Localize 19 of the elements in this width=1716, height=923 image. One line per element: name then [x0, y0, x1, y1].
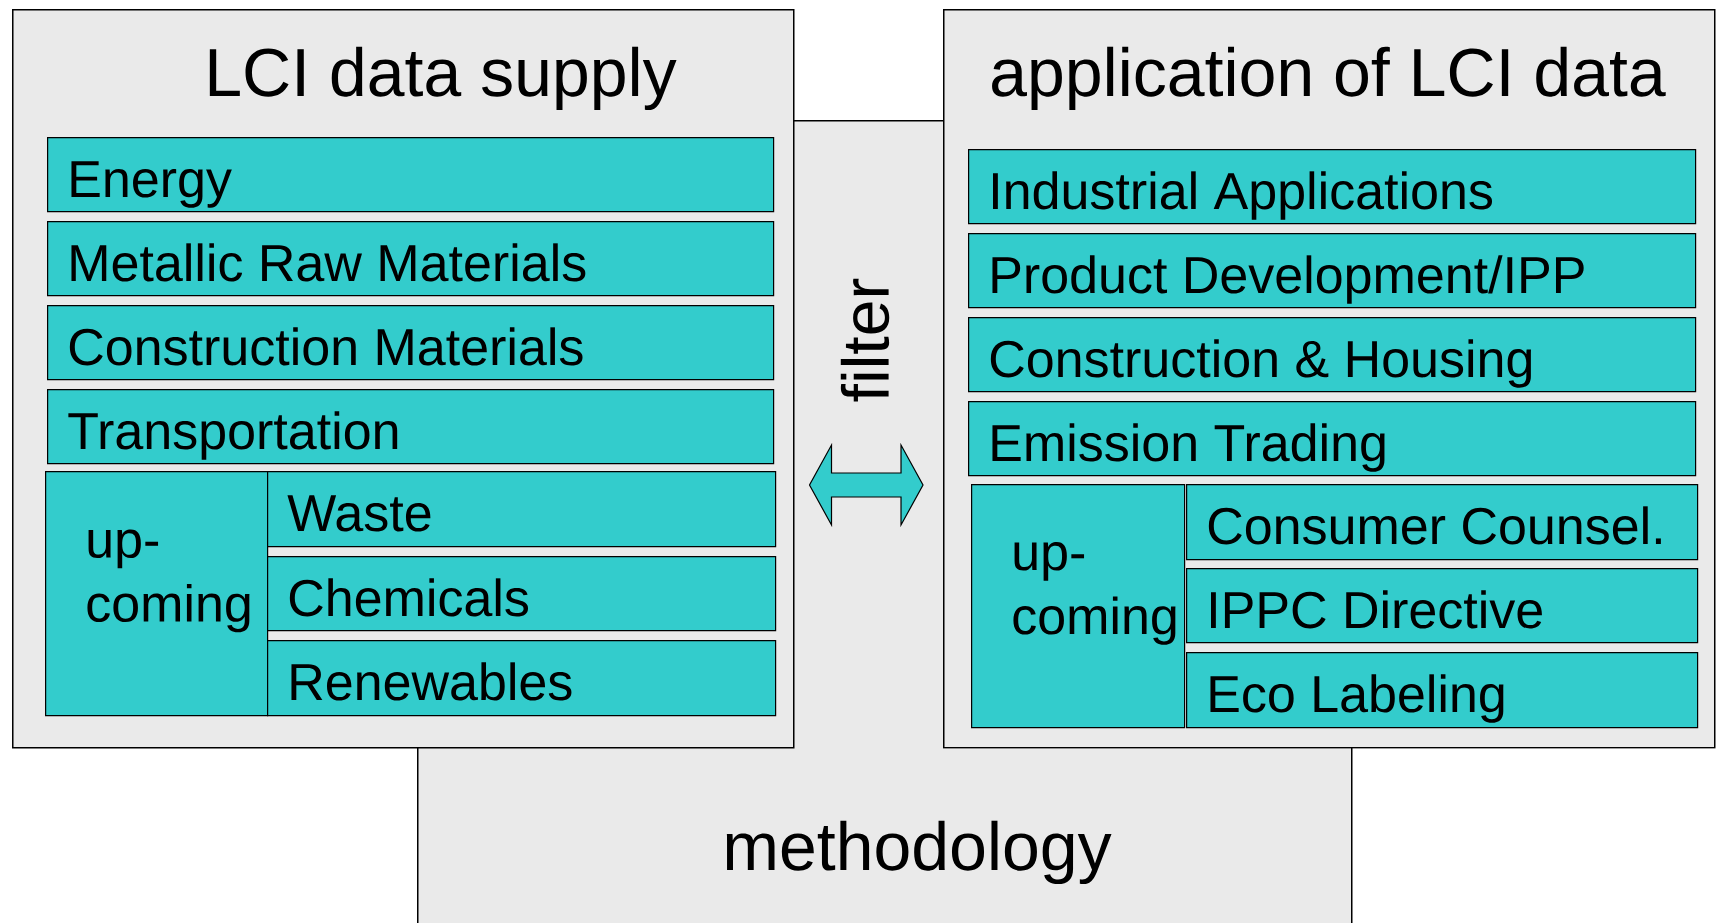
category-bar: Consumer Counsel. [1186, 484, 1699, 561]
category-bar: Eco Labeling [1186, 652, 1699, 729]
double-arrow [808, 442, 924, 528]
category-bar: IPPC Directive [1186, 568, 1699, 644]
node-label: methodology [726, 820, 1112, 885]
upcoming-box: up-coming [971, 484, 1186, 729]
category-bar: Transportation [47, 389, 775, 465]
category-bar: Emission Trading [968, 401, 1697, 477]
category-bar: Industrial Applications [968, 149, 1697, 225]
category-bar: Chemicals [267, 556, 777, 632]
edge-label: filter [840, 278, 890, 402]
category-bar: Waste [267, 471, 777, 548]
upcoming-box: up-coming [45, 471, 269, 717]
category-bar: Construction & Housing [968, 317, 1697, 393]
category-bar: Product Development/IPP [968, 233, 1697, 309]
category-bar: Energy [47, 137, 775, 213]
category-bar: Metallic Raw Materials [47, 221, 775, 297]
category-bar: Renewables [267, 640, 777, 717]
category-bar: Construction Materials [47, 305, 775, 381]
